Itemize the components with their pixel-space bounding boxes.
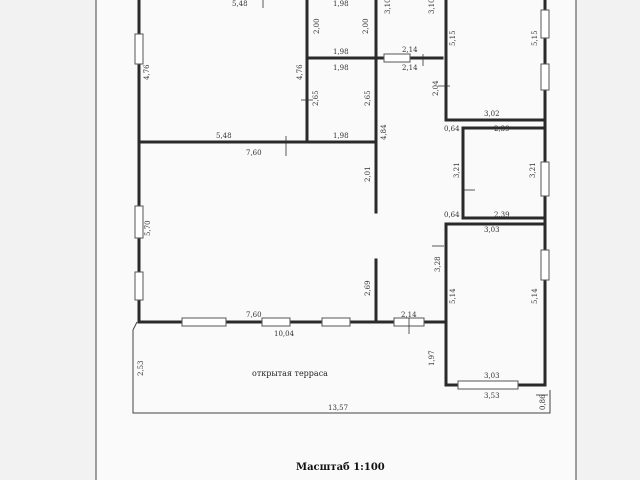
- dim-2-00-b: 2,00: [362, 18, 370, 34]
- dim-3-03-a: 3,03: [484, 226, 500, 234]
- dim-2-04: 2,04: [432, 80, 440, 96]
- window-right-3: [540, 161, 550, 197]
- dim-2-53: 2,53: [137, 360, 145, 376]
- dim-0-64-a: 0,64: [444, 125, 460, 133]
- dim-4-76-a: 4,76: [143, 64, 151, 80]
- dim-5-48-mid: 5,48: [216, 132, 232, 140]
- window-bottom-1: [181, 317, 227, 327]
- dim-5-48-top: 5,48: [232, 0, 248, 8]
- dim-7-60-b: 7,60: [246, 311, 262, 319]
- window-left-3: [134, 271, 144, 301]
- dim-0-64-b: 0,64: [444, 211, 460, 219]
- dim-5-70: 5,70: [144, 220, 152, 236]
- dim-7-60-a: 7,60: [246, 149, 262, 157]
- dim-2-14-c: 2,14: [401, 311, 417, 319]
- scale-label: Масштаб 1:100: [296, 462, 385, 473]
- dim-3-21-a: 3,21: [453, 162, 461, 178]
- window-bedroom-bottom: [457, 380, 519, 390]
- terrace-label: открытая терраса: [252, 369, 328, 378]
- dim-3-10: 3,10: [384, 0, 392, 14]
- dim-10-04: 10,04: [274, 330, 295, 338]
- window-bottom-2: [261, 317, 291, 327]
- dim-1-98-d: 1,98: [333, 132, 349, 140]
- window-right-2: [540, 63, 550, 91]
- dim-2-01: 2,01: [364, 166, 372, 182]
- dim-4-76-b: 4,76: [296, 64, 304, 80]
- window-right-1: [540, 9, 550, 39]
- dim-4-84: 4,84: [380, 124, 388, 140]
- dim-1-98-a: 1,98: [333, 0, 349, 8]
- dim-0-86: 0,86: [539, 394, 547, 410]
- dim-3-28: 3,28: [434, 256, 442, 272]
- dim-5-15-b: 5,15: [531, 30, 539, 46]
- dim-5-14-a: 5,14: [449, 288, 457, 304]
- dim-5-15-a: 5,15: [449, 30, 457, 46]
- window-left-2: [134, 205, 144, 239]
- dim-3-21-b: 3,21: [529, 162, 537, 178]
- dim-2-14-b: 2,14: [402, 64, 418, 72]
- dim-2-14-a: 2,14: [402, 46, 418, 54]
- window-small-room: [383, 53, 411, 63]
- dim-3-53: 3,53: [484, 392, 500, 400]
- dim-1-97: 1,97: [428, 350, 436, 366]
- terrace-outline: [132, 321, 551, 414]
- dim-3-02: 3,02: [484, 110, 500, 118]
- dim-1-98-b: 1,98: [333, 48, 349, 56]
- dim-2-39-a: 2,39: [494, 125, 510, 133]
- dim-1-98-c: 1,98: [333, 64, 349, 72]
- dim-3-10-b: 3,10: [428, 0, 436, 14]
- dim-13-57: 13,57: [328, 404, 348, 412]
- dim-3-03-b: 3,03: [484, 372, 500, 380]
- dim-2-69: 2,69: [364, 280, 372, 296]
- dim-5-14-b: 5,14: [531, 288, 539, 304]
- dim-2-39-b: 2,39: [494, 211, 510, 219]
- dim-2-00-a: 2,00: [313, 18, 321, 34]
- dim-2-65-a: 2,65: [312, 90, 320, 106]
- window-right-4: [540, 249, 550, 281]
- paper-sheet: [96, 0, 576, 480]
- window-bottom-3: [321, 317, 351, 327]
- dim-2-65-b: 2,65: [364, 90, 372, 106]
- window-left-1: [134, 33, 144, 65]
